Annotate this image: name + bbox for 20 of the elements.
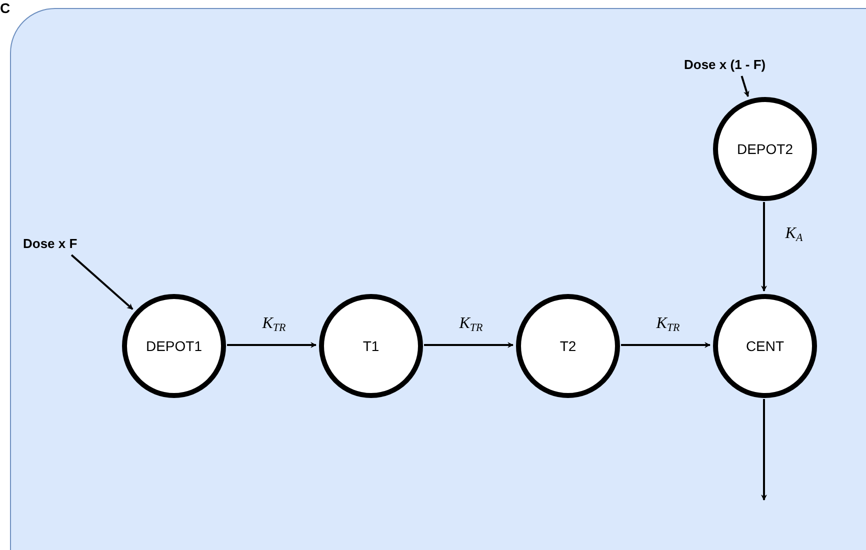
arrow: [761, 399, 767, 501]
edge-label: K$_{TR}$: [459, 316, 483, 332]
background-panel: [10, 8, 866, 550]
compartment-name: T2: [560, 336, 576, 356]
dose-label: Dose x (1 - F): [684, 56, 794, 74]
compartment-name: CENT: [746, 336, 784, 356]
edge-label: K$_{TR}$: [656, 316, 680, 332]
arrow: [227, 342, 317, 348]
arrow: [761, 202, 767, 292]
compartment-name: DEPOT1: [146, 336, 202, 356]
arrow: [740, 76, 750, 97]
arrow: [70, 254, 134, 310]
edge-label: K$_{A}$: [785, 226, 803, 242]
arrow: [621, 342, 711, 348]
dose-label: Dose x F: [23, 235, 95, 253]
edge-label: K$_{TR}$: [262, 316, 286, 332]
arrow: [424, 342, 514, 348]
panel-letter: C: [0, 1, 10, 15]
compartment-name: DEPOT2: [736, 140, 793, 158]
compartment-name: T1: [362, 336, 380, 356]
